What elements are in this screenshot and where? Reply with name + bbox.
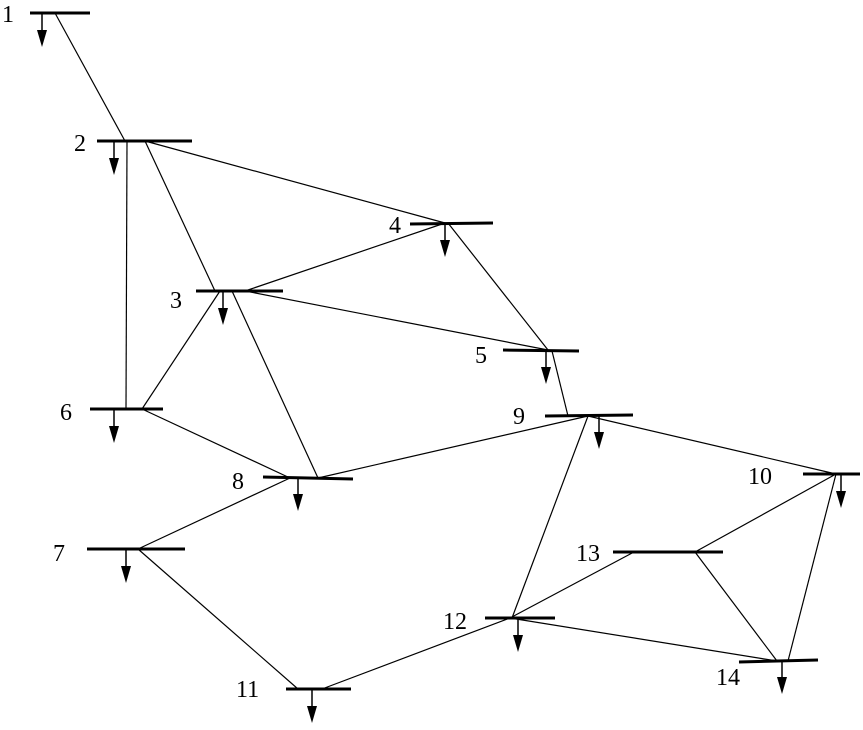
branch-11-12 xyxy=(321,617,511,690)
bus-label-7: 7 xyxy=(53,541,65,567)
bus-label-2: 2 xyxy=(74,131,86,157)
branch-2-3 xyxy=(144,140,216,292)
bus-bar-9 xyxy=(544,413,634,418)
branch-12-13 xyxy=(509,551,635,619)
branch-2-6 xyxy=(125,140,128,410)
load-arrow-icon-bus-6 xyxy=(109,410,119,443)
load-arrow-icon-bus-8 xyxy=(293,478,303,511)
load-arrow-icon-bus-9 xyxy=(594,416,604,449)
bus-bars xyxy=(30,11,860,691)
branch-10-14 xyxy=(787,473,837,662)
bus-label-10: 10 xyxy=(748,464,772,490)
branch-5-9 xyxy=(551,350,569,417)
branch-7-11 xyxy=(137,548,299,690)
branch-6-8 xyxy=(141,408,291,479)
bus-bar-8 xyxy=(262,475,354,481)
load-arrow-icon-bus-11 xyxy=(307,690,317,723)
bus-label-14: 14 xyxy=(716,665,740,691)
load-arrow-icon-bus-14 xyxy=(777,661,787,694)
branch-9-10 xyxy=(587,415,837,475)
branch-4-5 xyxy=(447,222,549,351)
branch-13-14 xyxy=(694,551,778,662)
bus-label-8: 8 xyxy=(232,469,244,495)
bus-label-3: 3 xyxy=(170,288,182,314)
branch-12-14 xyxy=(509,617,778,662)
bus-label-4: 4 xyxy=(389,213,401,239)
load-arrows xyxy=(37,14,846,723)
branch-2-4 xyxy=(144,140,446,224)
load-arrow-icon-bus-4 xyxy=(440,224,450,257)
load-arrow-icon-bus-5 xyxy=(541,351,551,384)
load-arrow-icon-bus-7 xyxy=(121,550,131,583)
branch-3-5 xyxy=(244,290,549,351)
bus-bar-4 xyxy=(409,221,494,226)
bus-label-9: 9 xyxy=(513,404,525,430)
load-arrow-icon-bus-3 xyxy=(218,292,228,325)
branch-3-4 xyxy=(244,222,446,292)
load-arrow-icon-bus-10 xyxy=(836,475,846,508)
bus-label-11: 11 xyxy=(236,677,259,703)
bus-label-6: 6 xyxy=(60,400,72,426)
load-arrow-icon-bus-1 xyxy=(37,14,47,47)
bus-label-5: 5 xyxy=(475,343,487,369)
bus-label-12: 12 xyxy=(443,609,467,635)
branch-8-9 xyxy=(317,415,589,479)
load-arrow-icon-bus-2 xyxy=(109,142,119,175)
branch-1-2 xyxy=(54,12,126,142)
branch-lines xyxy=(54,12,837,690)
bus-bar-14 xyxy=(738,658,819,664)
branch-13-10 xyxy=(694,473,837,553)
bus-label-13: 13 xyxy=(576,541,600,567)
bus-label-1: 1 xyxy=(2,2,14,28)
branch-9-12 xyxy=(511,415,589,619)
bus-bar-5 xyxy=(502,348,580,353)
branch-3-6 xyxy=(141,290,221,410)
branch-3-8 xyxy=(231,290,319,479)
load-arrow-icon-bus-12 xyxy=(513,619,523,652)
branch-7-8 xyxy=(137,477,291,550)
